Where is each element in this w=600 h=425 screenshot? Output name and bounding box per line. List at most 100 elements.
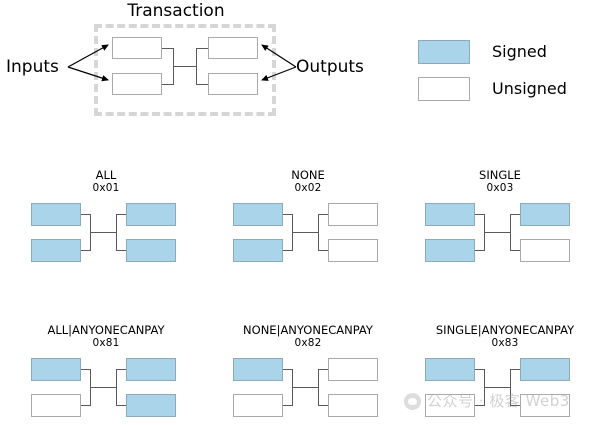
panel-single-acp-output-2 <box>520 394 570 417</box>
panel-name: NONE|ANYONECANPAY <box>243 323 373 337</box>
top-connector <box>173 66 197 67</box>
panel-none-acp-output-2 <box>328 394 378 417</box>
outputs-label: Outputs <box>296 57 364 77</box>
panel-code: 0x03 <box>486 182 514 194</box>
panel-title-single: SINGLE 0x03 <box>430 168 570 195</box>
panel-title-none: NONE 0x02 <box>238 168 378 195</box>
legend-label-unsigned: Unsigned <box>492 79 567 98</box>
top-output-box-2 <box>208 73 258 95</box>
panel-none-input-2 <box>233 239 283 262</box>
top-connector <box>196 48 208 49</box>
panel-single-acp-output-1 <box>520 358 570 381</box>
panel-none-input-1 <box>233 203 283 226</box>
inputs-arrow-lower <box>67 66 109 82</box>
panel-connector <box>318 214 319 251</box>
panel-title-all: ALL 0x01 <box>36 168 176 195</box>
panel-single-acp-input-2 <box>425 394 475 417</box>
panel-code: 0x01 <box>92 182 120 194</box>
panel-code: 0x83 <box>491 337 519 349</box>
panel-connector <box>475 250 485 251</box>
panel-connector <box>90 387 116 388</box>
transaction-frame <box>94 24 276 116</box>
panel-name: ALL <box>95 168 117 182</box>
panel-connector <box>116 214 117 251</box>
panel-connector <box>484 232 510 233</box>
legend-label-signed: Signed <box>492 42 547 61</box>
panel-connector <box>283 405 293 406</box>
panel-none-output-1 <box>328 203 378 226</box>
panel-connector <box>510 369 520 370</box>
panel-connector <box>283 214 293 215</box>
inputs-arrow-upper <box>67 44 109 68</box>
inputs-label: Inputs <box>6 57 59 77</box>
panel-all-input-1 <box>31 203 81 226</box>
panel-connector <box>475 405 485 406</box>
panel-connector <box>318 214 328 215</box>
panel-connector <box>510 405 520 406</box>
panel-connector <box>116 405 126 406</box>
panel-name: NONE <box>291 168 325 182</box>
top-input-box-1 <box>112 37 162 59</box>
panel-connector <box>81 214 91 215</box>
panel-code: 0x81 <box>92 337 120 349</box>
panel-none-acp-input-1 <box>233 358 283 381</box>
panel-connector <box>475 369 485 370</box>
panel-all-acp-input-1 <box>31 358 81 381</box>
top-connector <box>196 48 197 85</box>
panel-connector <box>283 369 293 370</box>
panel-all-output-2 <box>126 239 176 262</box>
panel-connector <box>510 250 520 251</box>
outputs-arrow-upper <box>261 44 297 68</box>
panel-all-acp-output-2 <box>126 394 176 417</box>
panel-code: 0x02 <box>294 182 322 194</box>
top-connector <box>162 48 174 49</box>
panel-none-output-2 <box>328 239 378 262</box>
panel-connector <box>318 369 319 406</box>
panel-all-acp-input-2 <box>31 394 81 417</box>
panel-name: SINGLE|ANYONECANPAY <box>435 323 575 337</box>
panel-connector <box>484 387 510 388</box>
panel-connector <box>292 387 318 388</box>
transaction-title: Transaction <box>127 1 225 21</box>
panel-none-acp-output-1 <box>328 358 378 381</box>
outputs-arrow-lower <box>261 66 297 81</box>
panel-connector <box>475 214 485 215</box>
panel-connector <box>90 232 116 233</box>
panel-connector <box>116 369 117 406</box>
panel-connector <box>116 214 126 215</box>
panel-connector <box>81 250 91 251</box>
panel-name: ALL|ANYONECANPAY <box>47 323 165 337</box>
panel-connector <box>116 250 126 251</box>
panel-all-output-1 <box>126 203 176 226</box>
panel-connector <box>81 369 91 370</box>
panel-single-output-2 <box>520 239 570 262</box>
wechat-icon <box>404 392 421 410</box>
legend-swatch-unsigned <box>418 77 470 101</box>
panel-connector <box>318 369 328 370</box>
top-input-box-2 <box>112 73 162 95</box>
panel-code: 0x82 <box>294 337 322 349</box>
panel-single-output-1 <box>520 203 570 226</box>
panel-title-single-anyonecanpay: SINGLE|ANYONECANPAY 0x83 <box>410 323 600 350</box>
panel-connector <box>510 214 511 251</box>
panel-none-acp-input-2 <box>233 394 283 417</box>
arrow-layer <box>67 44 297 82</box>
panel-all-input-2 <box>31 239 81 262</box>
panel-single-acp-input-1 <box>425 358 475 381</box>
panel-connector <box>318 405 328 406</box>
panel-connector <box>81 405 91 406</box>
panel-connector <box>318 250 328 251</box>
panel-single-input-1 <box>425 203 475 226</box>
top-connector <box>162 84 174 85</box>
top-output-box-1 <box>208 37 258 59</box>
panel-connector <box>510 214 520 215</box>
panel-connector <box>510 369 511 406</box>
panel-connector <box>292 232 318 233</box>
top-connector <box>196 84 208 85</box>
panel-name: SINGLE <box>479 168 521 182</box>
panel-connector <box>116 369 126 370</box>
panel-title-all-anyonecanpay: ALL|ANYONECANPAY 0x81 <box>16 323 196 350</box>
legend-swatch-signed <box>418 40 470 64</box>
panel-single-input-2 <box>425 239 475 262</box>
